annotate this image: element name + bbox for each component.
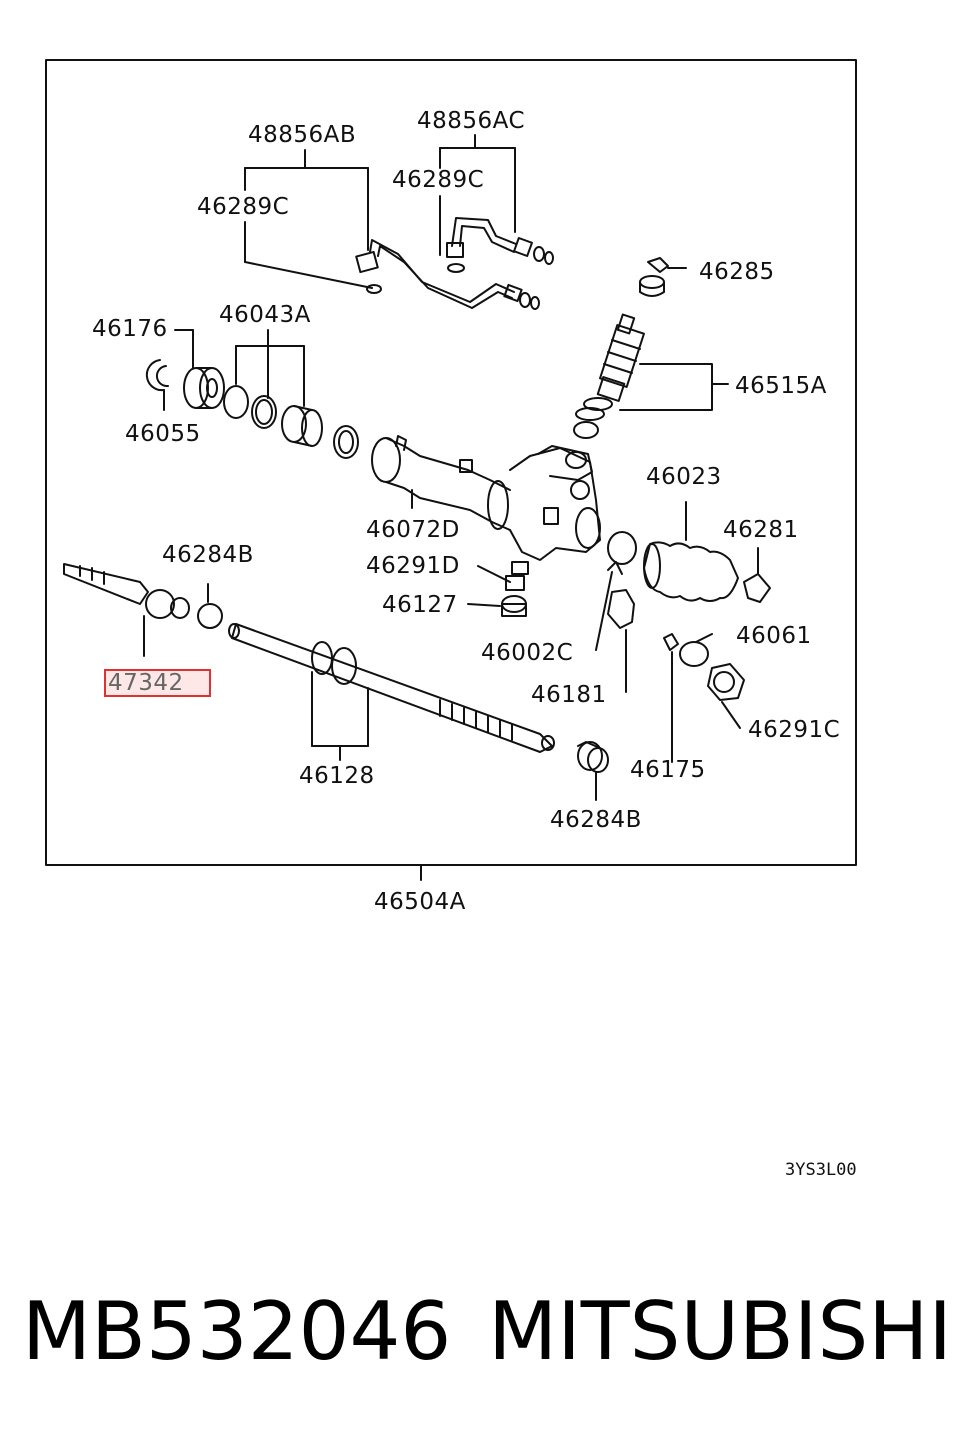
label-47342-highlighted[interactable]: 47342: [104, 669, 211, 697]
pressure-tube-upper: [355, 239, 540, 310]
label-46127: 46127: [382, 592, 458, 618]
part-46002C-46181: [595, 561, 635, 693]
label-46291C: 46291C: [748, 717, 841, 743]
diagram-code: 3YS3L00: [785, 1160, 857, 1180]
label-46289C-right: 46289C: [392, 167, 485, 193]
brand-name: MITSUBISHI: [488, 1285, 952, 1378]
leader-48856AC: [439, 134, 516, 256]
label-46023: 46023: [646, 464, 722, 490]
label-46061: 46061: [736, 623, 812, 649]
label-46291D: 46291D: [366, 553, 460, 579]
label-46128: 46128: [299, 763, 375, 789]
label-46072D: 46072D: [366, 517, 460, 543]
label-46055: 46055: [125, 421, 201, 447]
leader-48856AB: [244, 149, 373, 289]
part-46284B-bushing: [577, 741, 609, 801]
label-46181: 46181: [531, 682, 607, 708]
part-46128-rack: [228, 623, 555, 761]
part-46043A: [223, 329, 359, 459]
label-46289C-left: 46289C: [197, 194, 290, 220]
part-46061-46175-46291C: [663, 633, 745, 763]
label-46284B-left: 46284B: [162, 542, 254, 568]
label-46043A: 46043A: [219, 302, 311, 328]
label-46175: 46175: [630, 757, 706, 783]
pressure-tube-lower: [446, 217, 554, 273]
footer-title: MB532046 MITSUBISHI: [22, 1292, 952, 1382]
label-46284B-right: 46284B: [550, 807, 642, 833]
diagram-frame: [45, 59, 857, 866]
footer-spacer: [451, 1292, 488, 1382]
part-46176-46055: [145, 329, 225, 411]
part-46023-boot: [607, 501, 771, 603]
label-46515A: 46515A: [735, 373, 827, 399]
label-46176: 46176: [92, 316, 168, 342]
label-46504A: 46504A: [374, 889, 466, 915]
part-number: MB532046: [22, 1285, 452, 1378]
part-47342-tie-rod: [63, 563, 223, 657]
label-46281: 46281: [723, 517, 799, 543]
label-46285: 46285: [699, 259, 775, 285]
label-48856AC: 48856AC: [417, 108, 526, 134]
part-46285: [639, 257, 687, 297]
part-46291D-46127: [467, 561, 529, 617]
part-46072D-housing: [371, 435, 601, 561]
label-48856AB: 48856AB: [248, 122, 357, 148]
label-46002C: 46002C: [481, 640, 574, 666]
part-46515A: [573, 313, 729, 439]
